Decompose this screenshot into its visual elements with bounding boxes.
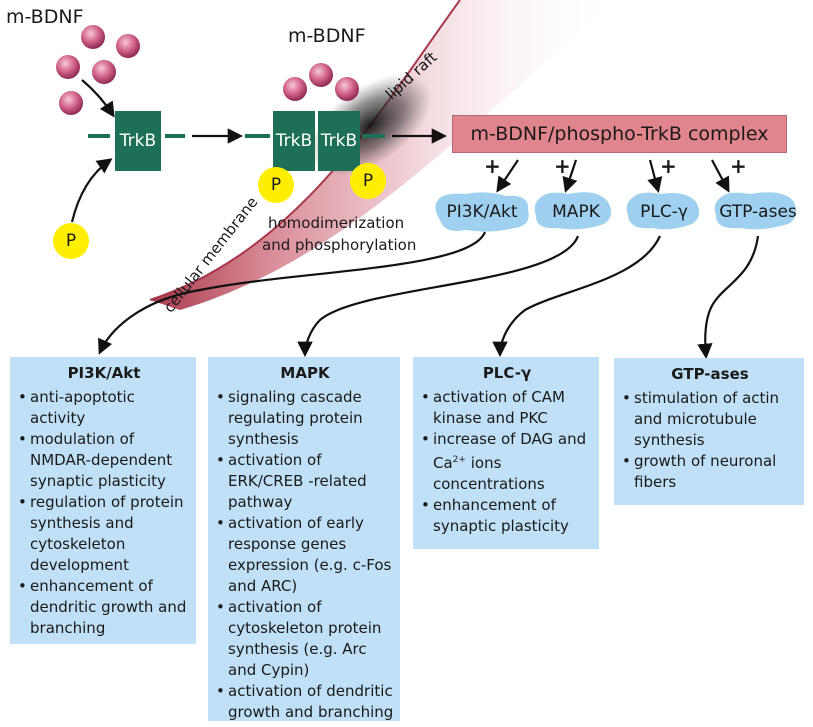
bdnf-ball-icon (283, 63, 359, 101)
box-title: PLC-γ (482, 364, 532, 382)
trkb-label: TrkB (320, 131, 358, 151)
kinase-blob (534, 192, 612, 230)
mapk-effects-box: MAPK signaling cascade regulating protei… (208, 357, 400, 721)
phosphate-label: P (270, 175, 282, 195)
plus-sign: + (484, 154, 501, 178)
mbdnf-label-left: m-BDNF (6, 6, 84, 28)
phosphate-icon (258, 167, 294, 203)
list-item-text: increase of DAG and Ca (433, 430, 587, 472)
list-item: activation of cytoskeleton protein synth… (216, 597, 394, 681)
mbdnf-label-center: m-BDNF (288, 25, 366, 47)
arrow-icon (711, 159, 730, 193)
box-title: MAPK (280, 364, 330, 382)
arrow-icon (98, 231, 487, 355)
list-item: modulation of NMDAR-dependent synaptic p… (18, 429, 190, 492)
gtpases-effects-box: GTP-ases stimulation of actin and microt… (614, 358, 804, 505)
trkb-label: TrkB (119, 131, 157, 151)
kinase-label-plc: PLC-γ (640, 202, 688, 222)
list-item: signaling cascade regulating protein syn… (216, 387, 394, 450)
arrow-icon (70, 158, 113, 223)
list-item: stimulation of actin and microtubule syn… (622, 388, 798, 451)
list-item: anti-apoptotic activity (18, 387, 190, 429)
plus-sign: + (554, 154, 571, 178)
kinase-blob (626, 192, 700, 230)
list-item: regulation of protein synthesis and cyto… (18, 492, 190, 576)
plus-sign: + (660, 154, 677, 178)
phosphate-label: P (362, 171, 374, 191)
pi3k-effects-box: PI3K/Akt anti-apoptotic activity modulat… (10, 357, 196, 644)
arrow-icon (647, 159, 663, 193)
phosphate-icon (53, 223, 89, 259)
kinase-label-pi3k: PI3K/Akt (446, 202, 518, 222)
list-item: activation of ERK/CREB -related pathway (216, 450, 394, 513)
list-item-text: ions concentrations (433, 454, 545, 493)
list-item: activation of dendritic growth and branc… (216, 681, 394, 723)
plus-sign: + (730, 154, 747, 178)
homodimerization-label: homodimerization (268, 214, 405, 232)
phosphate-label: P (65, 231, 77, 251)
receptor-icon (318, 111, 360, 171)
trkb-label: TrkB (275, 131, 313, 151)
list-item: activation of CAM kinase and PKC (421, 387, 593, 429)
kinase-blob (714, 192, 796, 230)
phosphate-icon (350, 163, 386, 199)
arrow-icon (496, 159, 519, 193)
arrow-icon (81, 79, 115, 118)
complex-box: m-BDNF/phospho-TrkB complex (452, 115, 787, 153)
arrow-icon (297, 235, 580, 358)
superscript: 2+ (452, 455, 466, 465)
phosphorylation-label: and phosphorylation (262, 236, 417, 254)
arrow-icon (697, 235, 760, 360)
list-item: enhancement of synaptic plasticity (421, 495, 593, 537)
kinase-blob (435, 192, 529, 232)
kinase-label-gtpases: GTP-ases (719, 202, 797, 222)
list-item: growth of neuronal fibers (622, 451, 798, 493)
arrow-icon (562, 159, 578, 193)
receptor-icon (273, 111, 315, 171)
list-item: activation of early response genes expre… (216, 513, 394, 597)
receptor-icon (115, 111, 161, 171)
plc-effects-box: PLC-γ activation of CAM kinase and PKC i… (413, 357, 599, 549)
box-title: GTP-ases (671, 365, 749, 383)
list-item: enhancement of dendritic growth and bran… (18, 576, 190, 639)
kinase-label-mapk: MAPK (552, 202, 600, 222)
box-title: PI3K/Akt (67, 364, 141, 382)
bdnf-ball-icon (56, 25, 140, 115)
arrow-icon (492, 235, 662, 358)
list-item: increase of DAG and Ca2+ ions concentrat… (421, 429, 593, 495)
